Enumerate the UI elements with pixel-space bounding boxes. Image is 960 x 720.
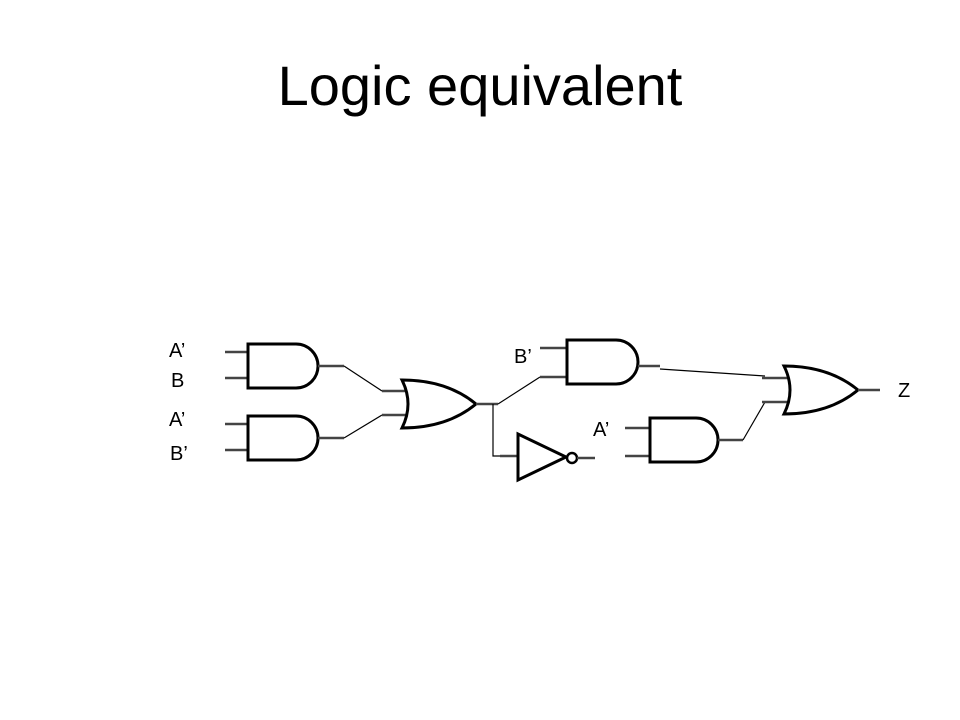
slide-title: Logic equivalent bbox=[277, 54, 683, 117]
not-gate bbox=[500, 431, 595, 483]
wire-and1-to-or1 bbox=[343, 365, 383, 392]
input-label-b2: B’ bbox=[170, 443, 188, 465]
or-gate-1 bbox=[382, 378, 498, 430]
output-label-z: Z bbox=[898, 380, 910, 402]
and-gate-2 bbox=[225, 414, 344, 462]
input-label-a1: A’ bbox=[169, 340, 185, 362]
wire-and3-to-or2 bbox=[659, 368, 766, 377]
wire-or1-to-inverter bbox=[492, 404, 518, 457]
and-gate-4 bbox=[625, 416, 743, 464]
input-label-b1: B bbox=[171, 370, 184, 392]
wire-and2-to-or1 bbox=[343, 414, 383, 439]
wire-and4-to-or2 bbox=[742, 401, 766, 441]
mid-label-b: B’ bbox=[514, 346, 532, 368]
mid-label-a: A’ bbox=[593, 419, 609, 441]
input-label-a2: A’ bbox=[169, 409, 185, 431]
and-gate-1 bbox=[225, 342, 344, 390]
wire-or1-to-and3 bbox=[497, 376, 541, 405]
and-gate-3 bbox=[540, 338, 660, 386]
or-gate-2 bbox=[762, 364, 880, 416]
